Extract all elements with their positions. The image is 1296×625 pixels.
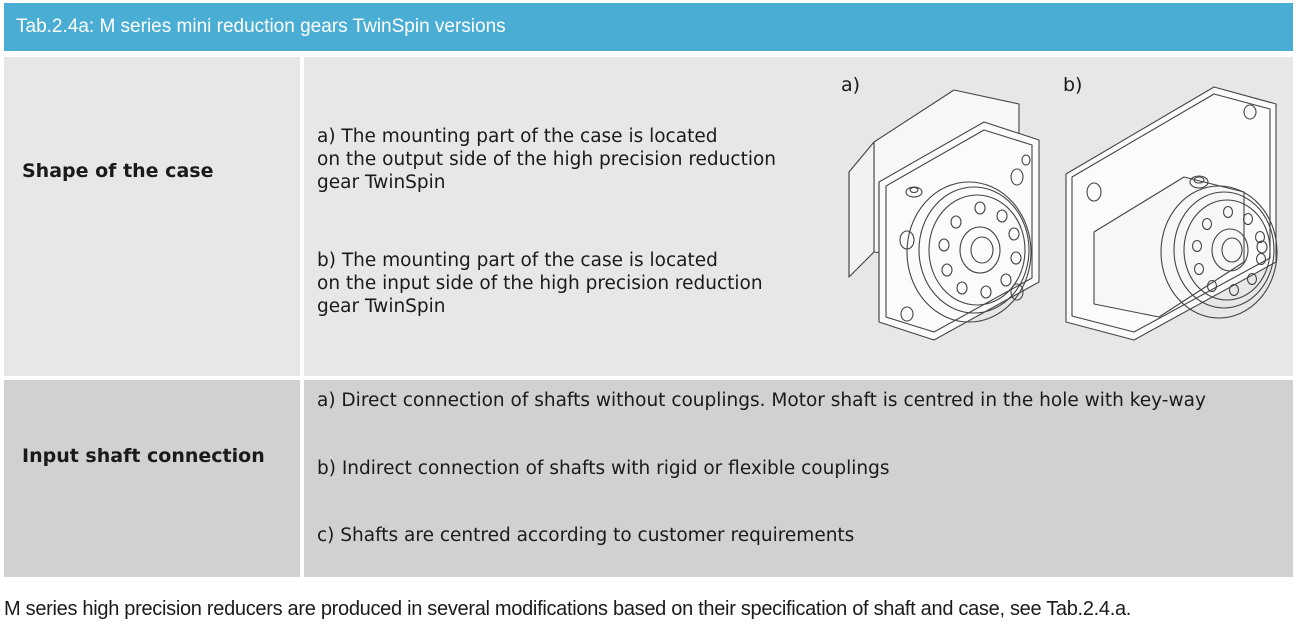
- row-label-cell-shape: Shape of the case: [4, 57, 300, 376]
- shape-option-b-line: on the input side of the high precision …: [317, 273, 763, 294]
- shape-option-a-line: gear TwinSpin: [317, 172, 446, 193]
- row-content-shape: a) The mounting part of the case is loca…: [304, 57, 1293, 376]
- gear-illustration-b: [1065, 86, 1278, 341]
- row-content-input-shaft: a) Direct connection of shafts without c…: [304, 380, 1293, 577]
- shaft-option-b: b) Indirect connection of shafts with ri…: [317, 458, 890, 479]
- shape-option-a: a) The mounting part of the case is loca…: [317, 125, 776, 194]
- shape-option-b-line: gear TwinSpin: [317, 296, 446, 317]
- figure-label-a: a): [841, 74, 861, 96]
- shaft-option-a: a) Direct connection of shafts without c…: [317, 390, 1206, 411]
- shape-option-a-line: a) The mounting part of the case is loca…: [317, 126, 718, 147]
- shape-option-a-line: on the output side of the high precision…: [317, 149, 777, 170]
- shaft-option-c: c) Shafts are centred according to custo…: [317, 525, 855, 546]
- shape-option-b: b) The mounting part of the case is loca…: [317, 249, 763, 318]
- figure-label-b: b): [1063, 74, 1083, 96]
- row-label-shape: Shape of the case: [22, 160, 214, 182]
- row-label-cell-input-shaft: Input shaft connection: [4, 380, 300, 577]
- row-label-input-shaft: Input shaft connection: [22, 445, 265, 467]
- table-title: Tab.2.4a: M series mini reduction gears …: [4, 3, 1293, 51]
- gear-illustration-a: [848, 89, 1040, 341]
- footer-note: M series high precision reducers are pro…: [4, 598, 1132, 620]
- shape-option-b-line: b) The mounting part of the case is loca…: [317, 250, 718, 271]
